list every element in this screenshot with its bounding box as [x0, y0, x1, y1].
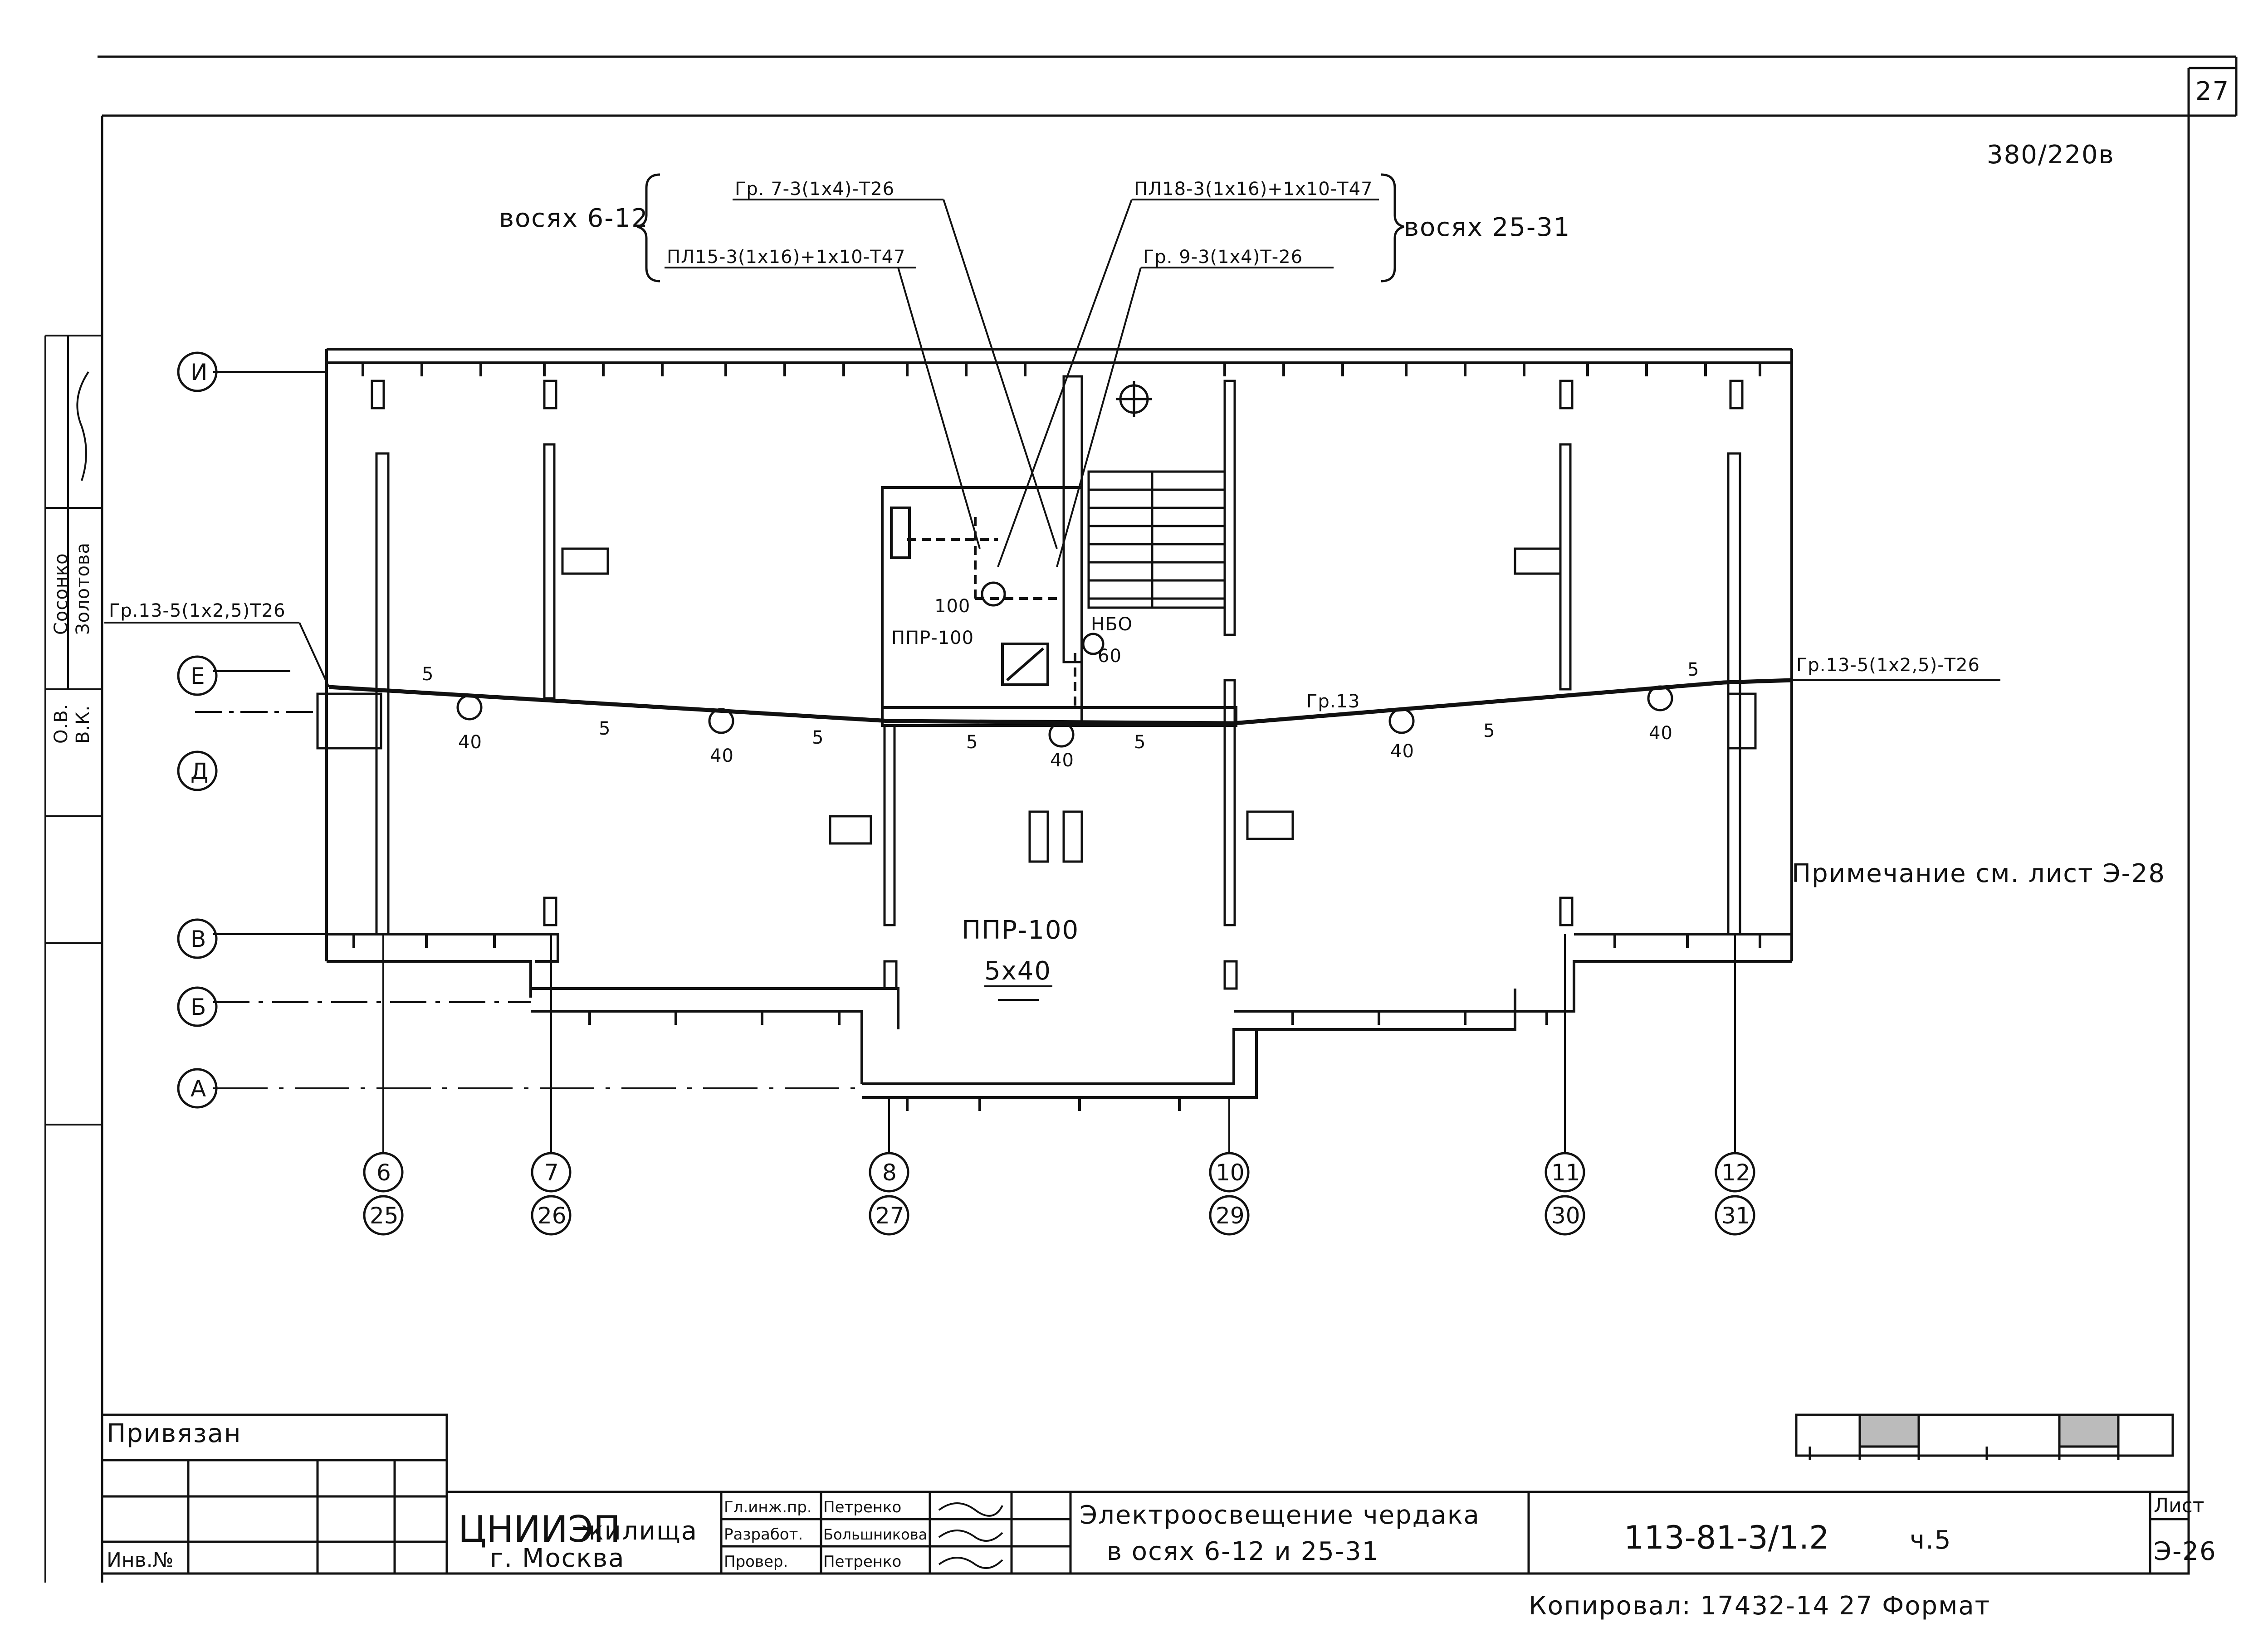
segment-count: 5: [422, 664, 434, 685]
lamp-fixtures: 40 40 40 40 40: [456, 685, 1673, 771]
staircase: [1062, 375, 1226, 663]
note-text: Примечание см. лист Э-28: [1792, 859, 2165, 888]
role-developer: Разработ.: [724, 1525, 803, 1544]
sheet-number: 27: [2195, 77, 2229, 106]
org-name-2: жилища: [581, 1516, 698, 1546]
segment-count: 5: [1687, 659, 1699, 680]
axis-row-label: Д: [191, 758, 208, 784]
segment-count: 5: [812, 727, 824, 748]
drawing-frame: [98, 55, 2238, 1583]
cable-callouts: восях 6-12 Гр. 7-3(1х4)-Т26 ПЛ15-3(1х16)…: [499, 173, 1570, 567]
axis-col-label: 26: [538, 1203, 567, 1229]
lamp-power: 40: [1050, 750, 1074, 771]
ppr-main-label: ППР-100: [962, 916, 1079, 945]
stamp-person2: Золотова: [73, 542, 93, 635]
panel-room: [881, 486, 1237, 727]
voltage-label: 380/220в: [1987, 140, 2115, 170]
binding-strip: [44, 335, 102, 1583]
signature-mark: [938, 1502, 1003, 1569]
axis-col-label: 7: [544, 1160, 559, 1186]
group13-cable: [104, 622, 2000, 726]
name-checker: Петренко: [823, 1553, 901, 1571]
lamp-power: 40: [1649, 723, 1673, 744]
drawing-part: ч.5: [1910, 1525, 1952, 1555]
axis-col-label: 10: [1216, 1160, 1245, 1186]
nbo-label: НБО: [1091, 614, 1133, 635]
segment-count: 5: [966, 732, 978, 753]
segment-count: 5: [599, 718, 611, 739]
stamp-person1: Сосонко: [51, 553, 72, 635]
axis-col-label: 12: [1721, 1160, 1750, 1186]
interior-partitions: [371, 380, 1744, 990]
emergency-lamp: [1082, 633, 1105, 655]
axis-row-label: Б: [191, 994, 206, 1020]
axis-row-label: Е: [191, 663, 205, 689]
drawing-code: 113-81-3/1.2: [1624, 1519, 1829, 1556]
left-group-label: восях 6-12: [499, 204, 649, 233]
axis-col-label: 8: [882, 1160, 897, 1186]
name-developer: Большникова: [823, 1526, 927, 1543]
cable-pl18: ПЛ18-3(1х16)+1х10-Т47: [1134, 179, 1373, 200]
column-axis-markers: 6 25 7 26 8 27 10 29 11 30 12 31: [363, 1152, 1755, 1236]
cable-gr9: Гр. 9-3(1х4)Т-26: [1143, 247, 1303, 268]
sheet-label: Лист: [2154, 1494, 2204, 1517]
role-chief-engineer: Гл.инж.пр.: [724, 1498, 812, 1516]
equipment-blocks: [316, 547, 1757, 863]
cable-gr13-right: Гр.13-5(1х2,5)-Т26: [1796, 655, 1980, 676]
org-name: ЦНИИЭП: [458, 1508, 621, 1550]
org-city: г. Москва: [490, 1544, 625, 1573]
cable-gr13-mid: Гр.13: [1306, 691, 1360, 712]
axis-row-label: В: [191, 926, 206, 952]
drawing-title-2: в осях 6-12 и 25-31: [1107, 1537, 1379, 1566]
axis-lines: [195, 371, 1736, 1152]
footer-copy: Копировал: 17432-14 27 Формат: [1529, 1591, 1990, 1621]
stamp-role2: В.К.: [73, 705, 93, 744]
axis-col-label: 6: [376, 1160, 391, 1186]
cable-pl15: ПЛ15-3(1х16)+1х10-Т47: [667, 247, 905, 268]
sheet-value: Э-26: [2154, 1537, 2217, 1566]
inv-no-label: Инв.№: [107, 1549, 173, 1572]
axis-col-label: 31: [1721, 1203, 1750, 1229]
title-block-lines: [101, 1413, 2190, 1575]
segment-count: 5: [1134, 732, 1146, 753]
ppr-main-sub: 5х40: [984, 956, 1051, 986]
role-checker: Провер.: [724, 1553, 788, 1571]
stamp-role1: О.В.: [51, 704, 72, 744]
row-axis-markers: И Е Д В Б А: [177, 351, 218, 1109]
cable-gr13-left: Гр.13-5(1х2,5)Т26: [109, 600, 286, 621]
axis-col-label: 29: [1216, 1203, 1245, 1229]
room-lamp: [981, 581, 1006, 607]
room-lamp-power: 100: [934, 596, 970, 617]
signature-mark: [76, 371, 89, 481]
axis-row-label: И: [191, 359, 207, 385]
axis-col-label: 27: [875, 1203, 904, 1229]
lamp-power: 40: [1390, 741, 1414, 762]
building-outline: [325, 348, 1793, 1111]
nbo-power: 60: [1098, 646, 1122, 667]
lamp-power: 40: [710, 745, 734, 766]
cable-gr7: Гр. 7-3(1х4)-Т26: [735, 179, 894, 200]
segment-counts: 5 5 5 5 5 5 5: [422, 659, 1699, 753]
lamp-power: 40: [458, 732, 482, 753]
name-chief-engineer: Петренко: [823, 1498, 901, 1516]
right-group-label: восях 25-31: [1404, 213, 1570, 242]
axis-col-label: 30: [1551, 1203, 1580, 1229]
axis-col-label: 25: [370, 1203, 399, 1229]
key-plan: [1795, 1413, 2174, 1460]
drawing-title-1: Электроосвещение чердака: [1080, 1501, 1480, 1530]
axis-col-label: 11: [1551, 1160, 1580, 1186]
ppr-room-label: ППР-100: [891, 628, 974, 648]
axis-row-label: А: [191, 1076, 206, 1102]
segment-count: 5: [1483, 721, 1495, 741]
bound-label: Привязан: [107, 1419, 241, 1448]
